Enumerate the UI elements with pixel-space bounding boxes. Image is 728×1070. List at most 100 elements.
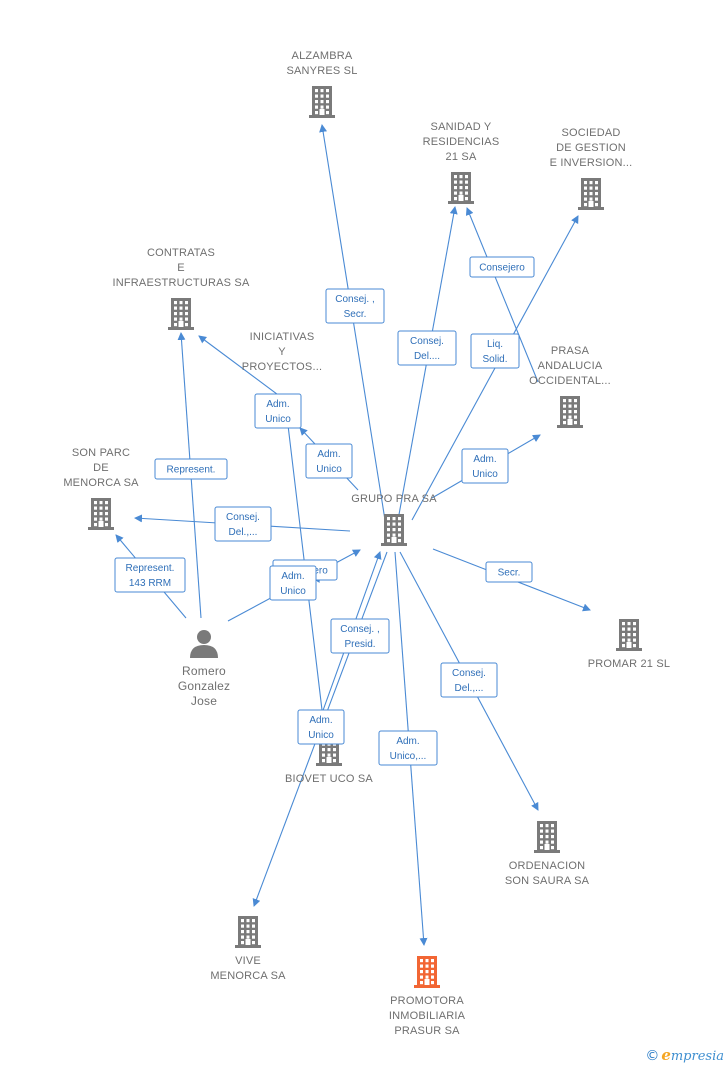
node-label: ORDENACION xyxy=(509,860,586,872)
edge-label-text: Consej. , xyxy=(335,294,374,305)
edge-label-box xyxy=(154,458,228,480)
node-label: Jose xyxy=(191,694,217,708)
node-promotora[interactable]: PROMOTORA INMOBILIARIA PRASUR SA xyxy=(389,956,466,1037)
node-contratas[interactable]: CONTRATAS E INFRAESTRUCTURAS SA xyxy=(112,247,250,330)
building-icon xyxy=(88,498,114,530)
edge-label-text: Represent. xyxy=(167,465,216,476)
edge-label-text: Unico xyxy=(316,464,342,475)
edge-label-text: Unico xyxy=(265,414,291,425)
edge-label-text: Unico xyxy=(472,469,498,480)
edge-label-text: Adm. xyxy=(281,571,304,582)
edge-label-e-grupo-promotora[interactable]: Adm.Unico,... xyxy=(378,730,438,766)
node-label: INMOBILIARIA xyxy=(389,1010,466,1022)
edge-label-text: Represent. xyxy=(126,563,175,574)
edge-label-e-biovet-grupo[interactable]: Adm. Unico xyxy=(297,709,345,745)
edge-label-box xyxy=(305,443,353,479)
edge-label-text: Adm. xyxy=(317,449,340,460)
node-label: PROMOTORA xyxy=(390,995,464,1007)
node-label: PRASA xyxy=(551,345,590,357)
node-label: MENORCA SA xyxy=(63,477,139,489)
building-icon xyxy=(448,172,474,204)
edge-label-e-grupo-iniciativas[interactable]: Adm. Unico xyxy=(305,443,353,479)
building-icon xyxy=(557,396,583,428)
node-label: SANYRES SL xyxy=(286,65,357,77)
node-label: SOCIEDAD xyxy=(561,127,620,139)
edge-label-text: Consej. xyxy=(226,512,260,523)
node-label: INICIATIVAS xyxy=(250,331,315,343)
node-label: PRASUR SA xyxy=(394,1025,460,1037)
edge-label-text: Consej. xyxy=(410,336,444,347)
edge-label-text: Del.... xyxy=(414,351,440,362)
node-label: GRUPO PRA SA xyxy=(351,493,437,505)
edge-label-e-romero-sonparc[interactable]: Represent. 143 RRM xyxy=(114,557,186,593)
node-label: CONTRATAS xyxy=(147,247,215,259)
node-label: BIOVET UCO SA xyxy=(285,773,373,785)
building-icon xyxy=(534,821,560,853)
node-label: ANDALUCIA xyxy=(538,360,603,372)
node-label: PROYECTOS... xyxy=(242,361,322,373)
node-grupo[interactable]: GRUPO PRA SA xyxy=(351,493,437,546)
edge-label-e-grupo-vive[interactable]: Consej. ,Presid. xyxy=(330,618,390,654)
brand-initial: e xyxy=(661,1046,671,1064)
edge-label-box xyxy=(397,330,457,366)
node-label: INFRAESTRUCTURAS SA xyxy=(112,277,249,289)
node-sonparc[interactable]: SON PARC DE MENORCA SA xyxy=(63,447,139,530)
edge-label-e-romero-contratas[interactable]: Represent. xyxy=(154,458,228,480)
edge-label-e-grupo-sonparc[interactable]: Consej. Del.,... xyxy=(214,506,272,542)
edge-label-text: 143 RRM xyxy=(129,578,171,589)
node-promar[interactable]: PROMAR 21 SL xyxy=(588,619,670,670)
edge-label-e-romero-iniciativas[interactable]: Adm. Unico xyxy=(254,393,302,429)
edge-label-e-grupo-sanidad[interactable]: Consej. Del.... xyxy=(397,330,457,366)
edge-label-e-prasa-sanidad[interactable]: Consejero xyxy=(469,256,535,278)
edge-label-box xyxy=(378,730,438,766)
building-icon xyxy=(309,86,335,118)
edge-label-text: Solid. xyxy=(482,354,507,365)
edge-label-text: Consej. xyxy=(452,668,486,679)
edge-label-text: Consejero xyxy=(479,263,525,274)
node-label: SON SAURA SA xyxy=(505,875,590,887)
edge-label-e-grupo-sociedad[interactable]: Liq.Solid. xyxy=(470,333,520,369)
edge-label-e-grupo-ordenacion[interactable]: Consej. Del.,... xyxy=(440,662,498,698)
node-label: PROMAR 21 SL xyxy=(588,658,670,670)
edge-line-e-prasa-sanidad xyxy=(465,207,539,383)
node-prasa[interactable]: PRASA ANDALUCIA OCCIDENTAL... xyxy=(529,345,611,428)
edge-label-e-romero-grupo[interactable]: Adm.Unico xyxy=(269,565,317,601)
node-label: DE GESTION xyxy=(556,142,626,154)
edge-label-e-grupo-promar[interactable]: Secr. xyxy=(485,561,533,583)
edge-label-box xyxy=(297,709,345,745)
node-label: E xyxy=(177,262,185,274)
edge-label-text: Adm. xyxy=(266,399,289,410)
edge-label-box xyxy=(330,618,390,654)
node-label: OCCIDENTAL... xyxy=(529,375,611,387)
edge-label-e-grupo-alzambra[interactable]: Consej. , Secr. xyxy=(325,288,385,324)
edge-label-box xyxy=(269,565,317,601)
person-icon xyxy=(190,630,218,658)
edge-label-text: Adm. xyxy=(473,454,496,465)
node-ordenacion[interactable]: ORDENACION SON SAURA SA xyxy=(505,821,590,887)
edge-label-box xyxy=(469,256,535,278)
building-icon xyxy=(235,916,261,948)
edge-label-box xyxy=(485,561,533,583)
node-iniciativas[interactable]: INICIATIVASYPROYECTOS... xyxy=(242,331,322,373)
edge-label-text: Del.,... xyxy=(229,527,258,538)
node-label: MENORCA SA xyxy=(210,970,286,982)
node-label: 21 SA xyxy=(446,151,477,163)
edge-label-text: Unico xyxy=(308,730,334,741)
node-label: SON PARC xyxy=(72,447,130,459)
edge-label-text: Consej. , xyxy=(340,624,379,635)
node-label: DE xyxy=(93,462,109,474)
edge-label-box xyxy=(440,662,498,698)
edge-label-text: Del.,... xyxy=(455,683,484,694)
edge-label-e-grupo-prasa[interactable]: Adm. Unico xyxy=(461,448,509,484)
edge-label-text: Adm. xyxy=(309,715,332,726)
building-icon xyxy=(414,956,440,988)
edge-label-text: Secr. xyxy=(344,309,367,320)
